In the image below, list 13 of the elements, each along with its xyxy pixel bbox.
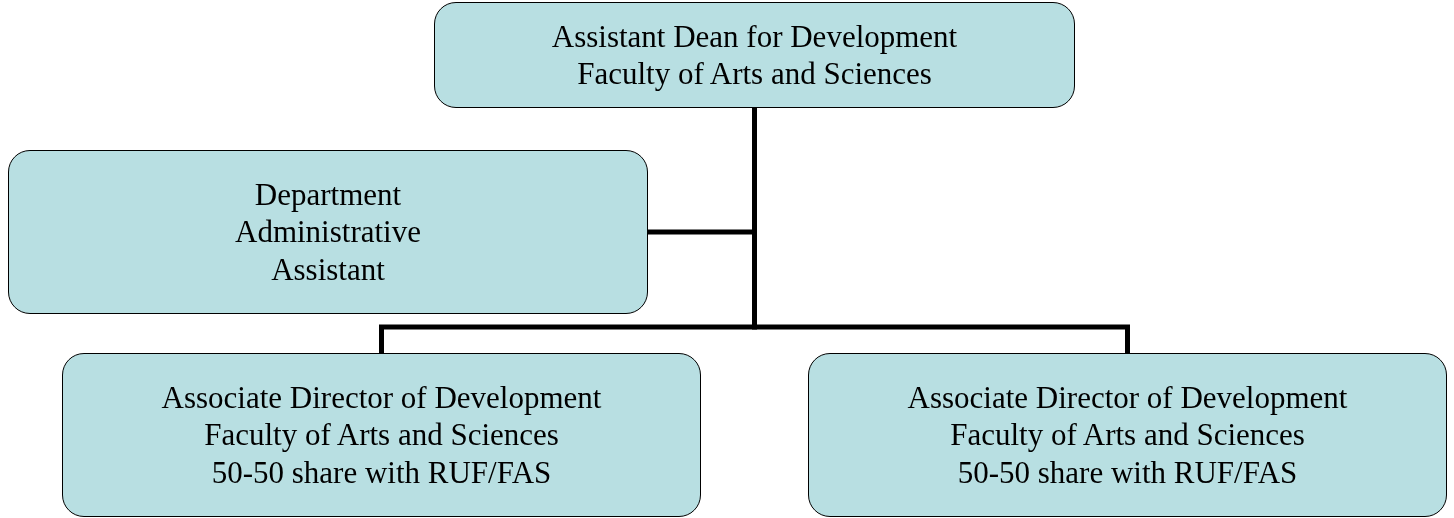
role-title: Associate Director of Development	[907, 379, 1348, 417]
org-box	[62, 353, 701, 517]
role-title: Assistant Dean for Development	[551, 17, 958, 55]
org-box	[8, 150, 648, 314]
role-title: 50-50 share with RUF/FAS	[957, 453, 1298, 491]
role-title: Faculty of Arts and Sciences	[204, 416, 559, 454]
org-box	[808, 353, 1447, 517]
role-title: 50-50 share with RUF/FAS	[211, 453, 552, 491]
role-title: Faculty of Arts and Sciences	[950, 416, 1305, 454]
role-title: Faculty of Arts and Sciences	[577, 55, 932, 93]
role-title: Department Administrative Assistant	[234, 176, 422, 288]
org-box	[434, 2, 1075, 108]
role-title: Associate Director of Development	[161, 379, 602, 417]
